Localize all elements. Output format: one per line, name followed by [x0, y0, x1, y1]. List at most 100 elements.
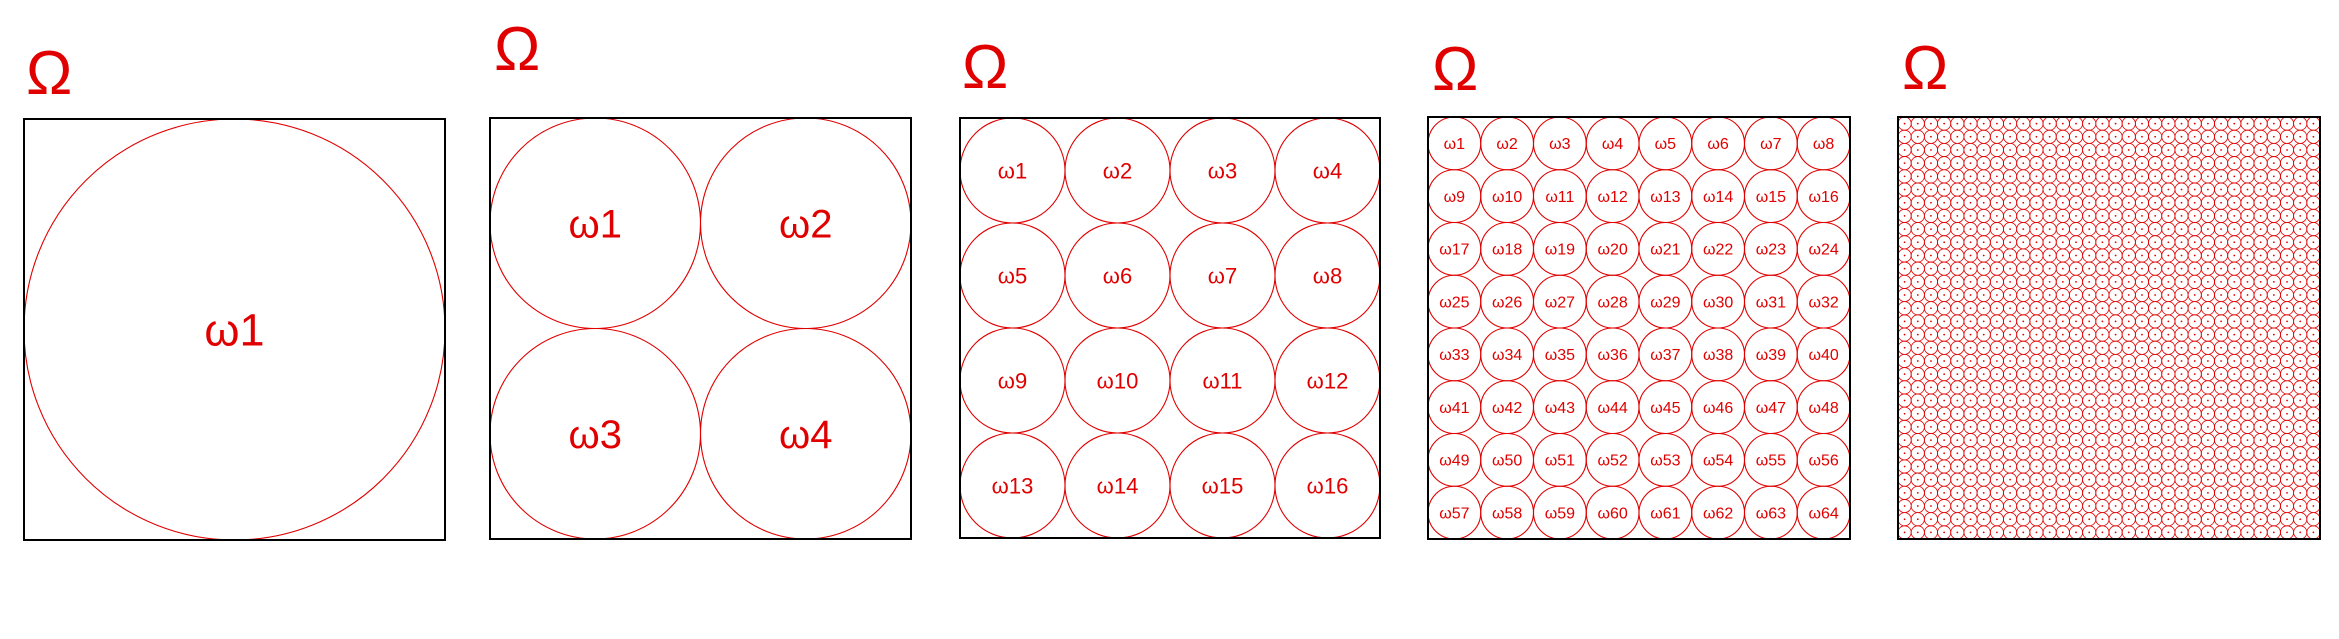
subdomain-center-dot [2286, 320, 2288, 323]
subdomain-label: ω6 [1707, 136, 1728, 153]
subdomain-center-dot [2259, 175, 2262, 178]
subdomain-center-dot [1943, 412, 1946, 415]
subdomain-center-dot [1916, 122, 1919, 125]
subdomain-center-dot [1969, 360, 1972, 362]
subdomain-center-dot [1982, 175, 1985, 178]
subdomain-center-dot [2154, 531, 2157, 534]
subdomain-center-dot [2022, 491, 2025, 494]
subdomain-center-dot [1969, 228, 1972, 230]
subdomain-center-dot [2048, 162, 2051, 165]
subdomain-center-dot [2299, 122, 2302, 125]
subdomain-center-dot [2127, 491, 2130, 494]
subdomain-center-dot [1943, 294, 1946, 296]
subdomain-center-dot [1903, 215, 1906, 217]
subdomain-center-dot [2009, 360, 2011, 362]
subdomain-center-dot [1930, 399, 1932, 402]
subdomain-center-dot [2075, 452, 2077, 455]
subdomain-label: ω16 [1307, 473, 1349, 498]
subdomain-center-dot [2075, 465, 2077, 468]
subdomain-center-dot [2101, 228, 2104, 230]
subdomain-center-dot [1916, 360, 1919, 362]
subdomain-center-dot [1930, 241, 1932, 244]
subdomain-center-dot [2233, 518, 2236, 521]
subdomain-center-dot [1916, 201, 1919, 204]
subdomain-center-dot [2154, 280, 2157, 283]
subdomain-center-dot [2259, 135, 2262, 138]
subdomain-center-dot [2259, 505, 2262, 507]
subdomain-center-dot [2114, 254, 2117, 257]
subdomain-center-dot [2246, 307, 2249, 310]
subdomain-center-dot [2193, 373, 2196, 376]
subdomain-center-dot [2048, 188, 2051, 191]
subdomain-center-dot [2299, 162, 2302, 165]
subdomain-center-dot [2035, 399, 2038, 402]
subdomain-label: ω59 [1545, 505, 1575, 522]
subdomain-center-dot [1982, 386, 1985, 389]
subdomain-center-dot [2180, 531, 2183, 534]
subdomain-center-dot [2207, 426, 2209, 428]
subdomain-center-dot [1930, 373, 1932, 376]
subdomain-center-dot [1956, 175, 1959, 178]
subdomain-center-dot [2286, 439, 2288, 441]
subdomain-center-dot [2246, 162, 2249, 165]
subdomain-center-dot [2141, 228, 2143, 230]
subdomain-center-dot [2114, 201, 2117, 204]
subdomain-center-dot [1903, 426, 1906, 428]
subdomain-center-dot [1916, 505, 1919, 507]
subdomain-center-dot [2207, 254, 2209, 257]
subdomain-center-dot [2061, 386, 2064, 389]
subdomain-center-dot [1943, 465, 1946, 468]
domain-boundary [489, 117, 912, 540]
subdomain-center-dot [2035, 373, 2038, 376]
subdomain-center-dot [1956, 452, 1959, 455]
subdomain-center-dot [2246, 439, 2249, 441]
subdomain-center-dot [2246, 280, 2249, 283]
subdomain-center-dot [2154, 228, 2157, 230]
subdomain-center-dot [2127, 386, 2130, 389]
subdomain-center-dot [2233, 228, 2236, 230]
subdomain-center-dot [2167, 399, 2170, 402]
subdomain-center-dot [2035, 135, 2038, 138]
subdomain-center-dot [2246, 241, 2249, 244]
subdomain-center-dot [2048, 122, 2051, 125]
subdomain-label: ω58 [1492, 505, 1522, 522]
subdomain-center-dot [2114, 518, 2117, 521]
subdomain-center-dot [2009, 320, 2011, 323]
subdomain-center-dot [2114, 478, 2117, 481]
subdomain-center-dot [1956, 201, 1959, 204]
subdomain-center-dot [2088, 149, 2091, 151]
subdomain-center-dot [2048, 346, 2051, 349]
subdomain-center-dot [2207, 149, 2209, 151]
subdomain-center-dot [1969, 135, 1972, 138]
subdomain-center-dot [2246, 531, 2249, 534]
subdomain-center-dot [1916, 241, 1919, 244]
subdomain-center-dot [1956, 241, 1959, 244]
subdomain-center-dot [2259, 215, 2262, 217]
subdomain-center-dot [1996, 386, 1998, 389]
subdomain-center-dot [2193, 201, 2196, 204]
subdomain-center-dot [2154, 320, 2157, 323]
subdomain-center-dot [2220, 320, 2222, 323]
subdomain-center-dot [2180, 162, 2183, 165]
subdomain-center-dot [1930, 465, 1932, 468]
subdomain-center-dot [2272, 439, 2275, 441]
subdomain-center-dot [2127, 267, 2130, 270]
subdomain-center-dot [2127, 426, 2130, 428]
subdomain-center-dot [1930, 491, 1932, 494]
subdomain-center-dot [2272, 294, 2275, 296]
subdomain-center-dot [2048, 439, 2051, 441]
subdomain-center-dot [2259, 149, 2262, 151]
subdomain-center-dot [2286, 241, 2288, 244]
subdomain-center-dot [2061, 491, 2064, 494]
subdomain-center-dot [2180, 294, 2183, 296]
subdomain-center-dot [2141, 280, 2143, 283]
subdomain-center-dot [2114, 267, 2117, 270]
subdomain-center-dot [2259, 452, 2262, 455]
subdomain-center-dot [2141, 465, 2143, 468]
subdomain-center-dot [1956, 280, 1959, 283]
subdomain-label: ω38 [1703, 347, 1733, 364]
subdomain-center-dot [1916, 333, 1919, 336]
subdomain-center-dot [1930, 188, 1932, 191]
subdomain-center-dot [2220, 215, 2222, 217]
